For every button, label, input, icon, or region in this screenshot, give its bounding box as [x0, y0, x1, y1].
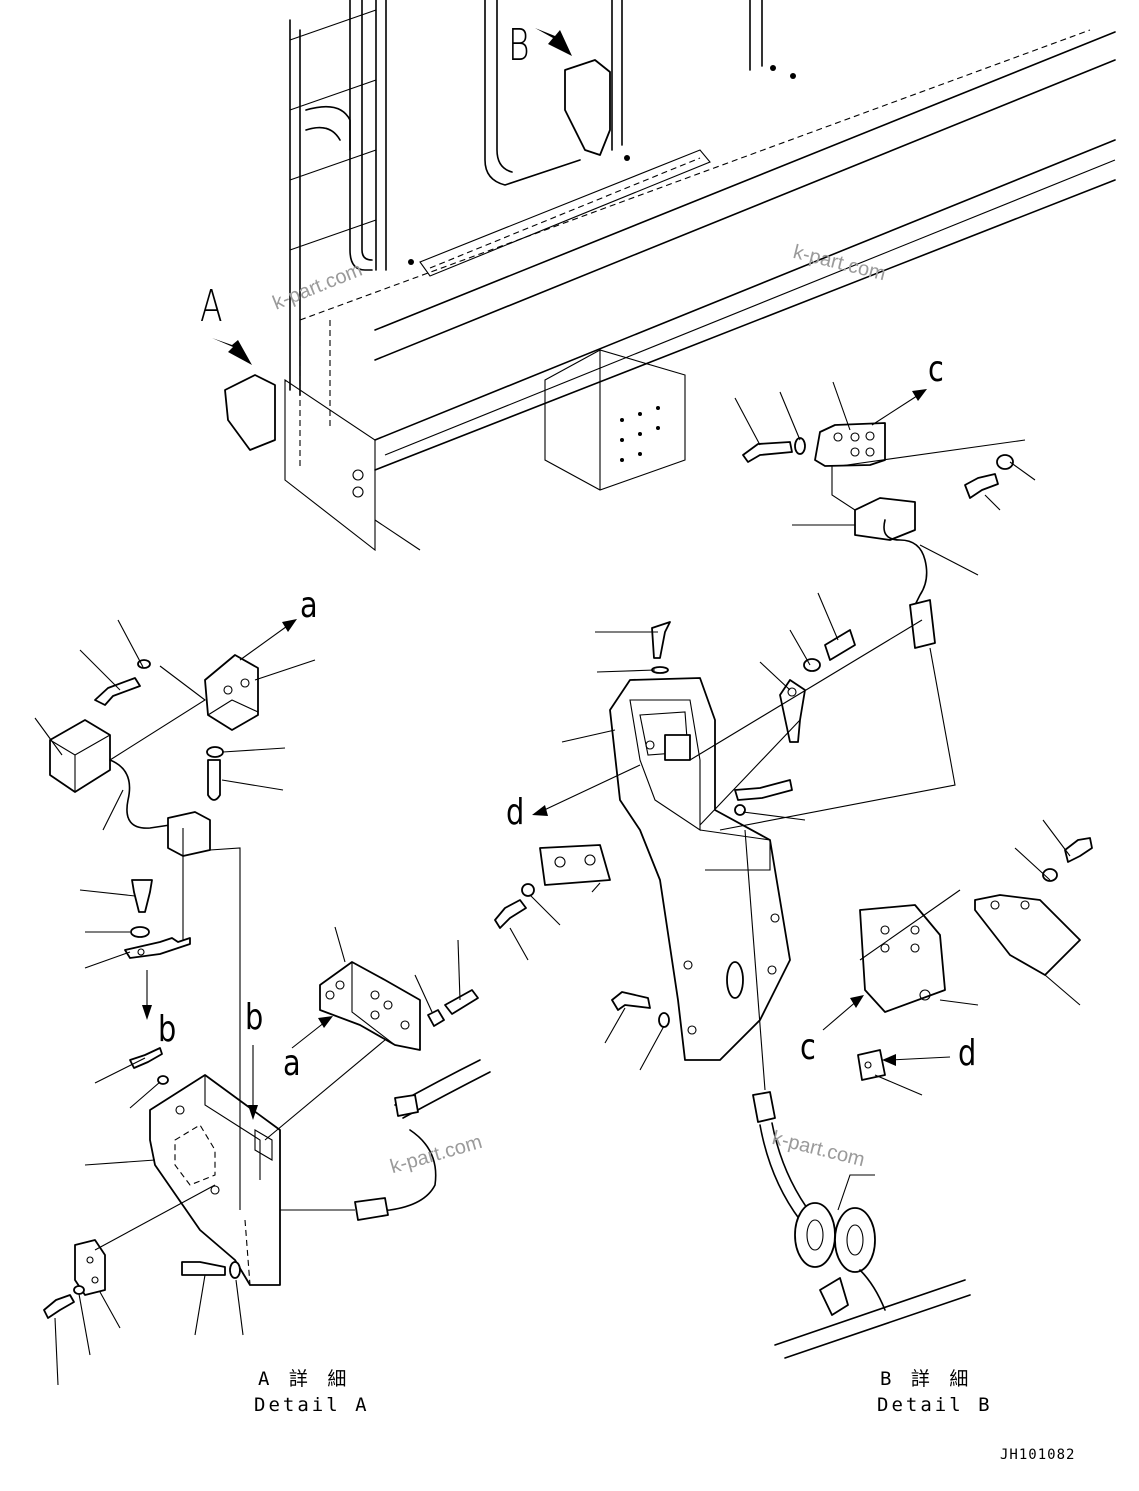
- ref-d-right: d: [958, 1033, 977, 1074]
- detail-b-title-jp: B 詳 細: [880, 1368, 973, 1390]
- ref-d-left: d: [506, 792, 525, 833]
- detail-b-parts: [494, 381, 1093, 1359]
- ref-a-bottom: a: [283, 1043, 301, 1084]
- drawing-id: JH101082: [1000, 1447, 1076, 1463]
- detail-a-title-en: Detail A: [254, 1394, 370, 1416]
- ref-a-top: a: [300, 585, 318, 626]
- detail-a-parts: [34, 619, 491, 1386]
- ref-b-right: b: [245, 997, 264, 1038]
- detail-a-title-jp: A 詳 細: [258, 1368, 351, 1390]
- view-b-callout: B: [508, 20, 530, 71]
- ref-b-left: b: [158, 1009, 177, 1050]
- view-a-callout: A: [200, 281, 223, 332]
- detail-b-title-en: Detail B: [877, 1394, 993, 1416]
- machine-frame-overview: [212, 0, 1116, 552]
- ref-c-bottom: c: [800, 1027, 816, 1068]
- ref-c-top: c: [928, 349, 944, 390]
